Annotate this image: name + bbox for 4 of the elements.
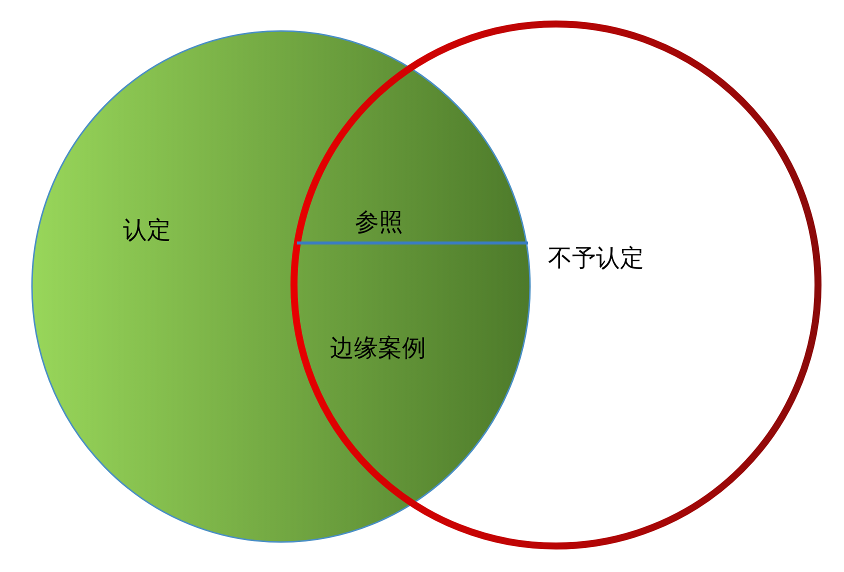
region-label: 认定 bbox=[123, 218, 171, 242]
region-label: 边缘案例 bbox=[330, 336, 426, 360]
region-label: 参照 bbox=[355, 210, 403, 234]
region-label: 不予认定 bbox=[548, 246, 644, 270]
